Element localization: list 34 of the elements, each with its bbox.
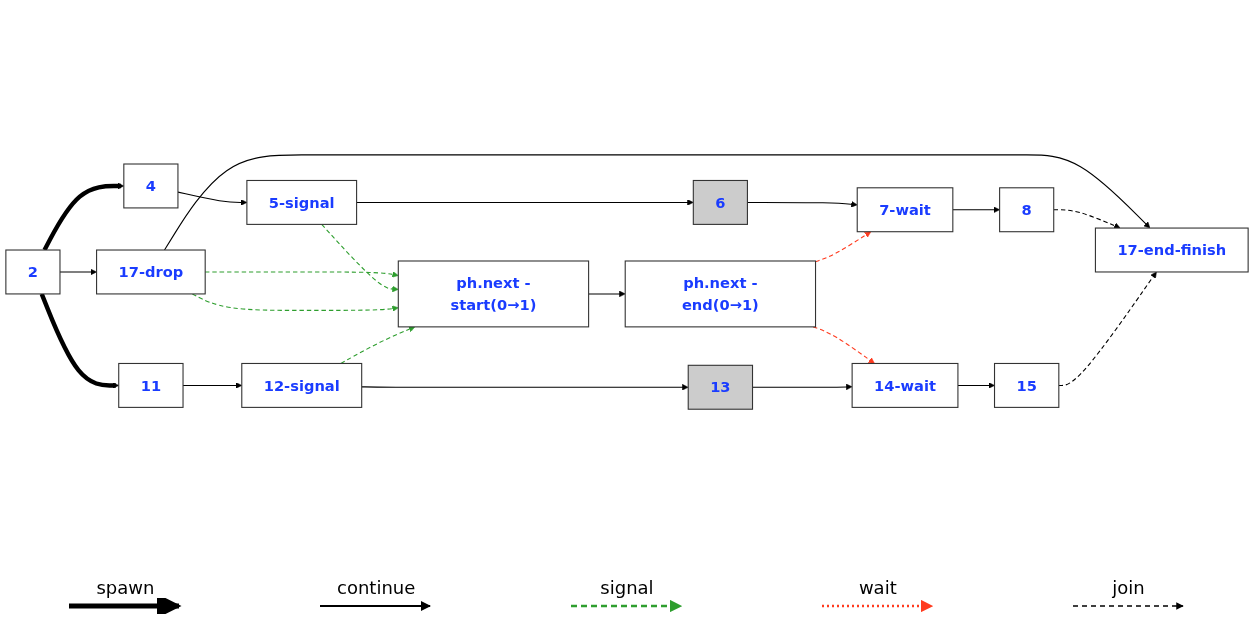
node-box xyxy=(624,260,817,328)
node-box xyxy=(1094,227,1249,273)
legend-label: wait xyxy=(858,576,897,598)
legend-label: signal xyxy=(600,576,654,598)
node-box xyxy=(123,163,179,209)
node-box xyxy=(118,363,184,409)
node-box xyxy=(993,363,1060,409)
arrow xyxy=(361,384,689,391)
node-box xyxy=(687,365,754,411)
arrow xyxy=(340,326,416,365)
arrow xyxy=(321,224,399,293)
arrow xyxy=(59,269,97,276)
legend-label: spawn xyxy=(96,576,155,598)
node-box xyxy=(96,249,206,295)
arrow xyxy=(39,293,119,390)
node-box xyxy=(692,180,748,226)
arrow xyxy=(163,154,1151,251)
node-box xyxy=(5,249,61,295)
arrow xyxy=(1058,272,1157,387)
arrow xyxy=(952,207,1000,214)
node-box xyxy=(246,180,358,226)
legend-label: join xyxy=(1112,576,1145,598)
arrow xyxy=(815,231,872,263)
arrow xyxy=(957,382,995,390)
arrow xyxy=(1053,209,1121,230)
node-box xyxy=(851,363,959,409)
arrow xyxy=(588,291,626,298)
node-box xyxy=(241,363,363,409)
arrow xyxy=(356,199,694,207)
legend-label: continue xyxy=(337,576,416,598)
flowchart-diagram: 2 17-drop 17-end-finish 4 5-signal 6 7-wait 8 ph.next -start(0→1) ph.next -end(0→1) 11 12-signal 13 14-wait 15 xyxy=(0,149,1254,416)
node-box xyxy=(999,187,1055,233)
node-box xyxy=(397,260,590,328)
node-box xyxy=(856,187,954,233)
